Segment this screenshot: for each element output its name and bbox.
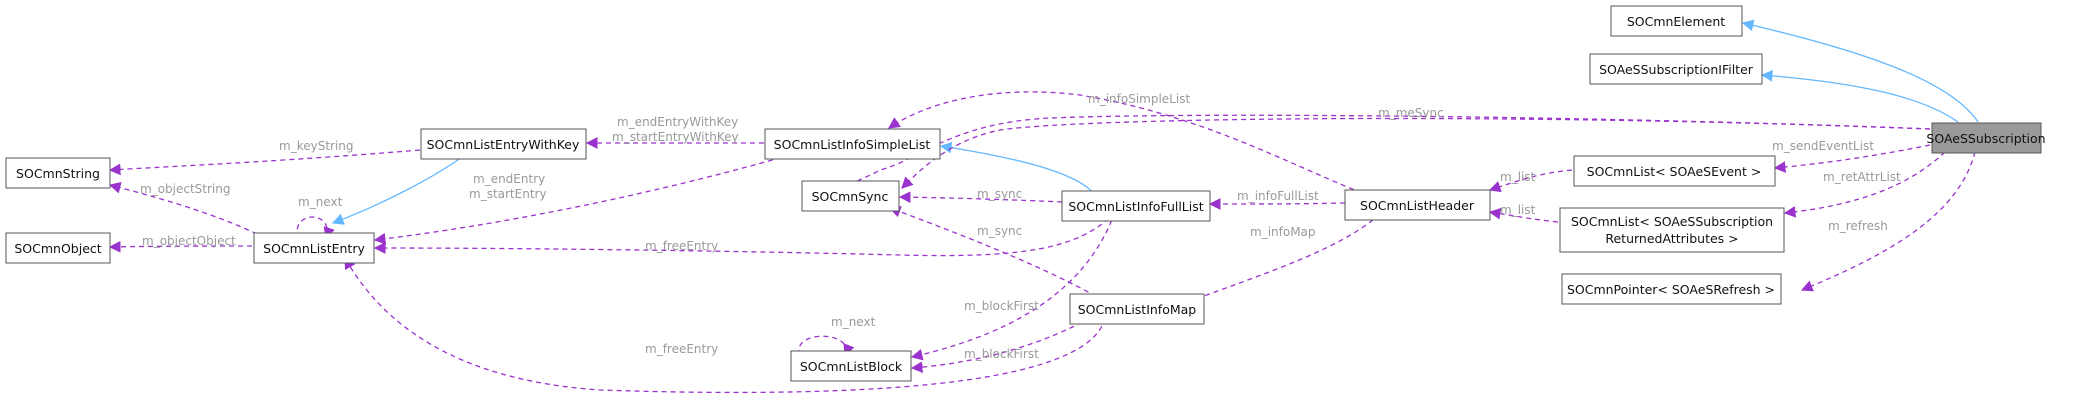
node-label: SOCmnObject: [14, 241, 101, 256]
inheritance-edges: [331, 19, 1979, 225]
node-label: SOCmnList< SOAeSEvent >: [1587, 164, 1762, 179]
edge-fulllist-to-simplelist: [939, 141, 1096, 196]
label-startEntryWithKey: m_startEntryWithKey: [612, 130, 739, 144]
node-socmnlistinfofulllist[interactable]: SOCmnListInfoFullList: [1061, 190, 1211, 222]
label-sync-1: m_sync: [977, 187, 1022, 201]
node-socmnpointer-soaesrefresh[interactable]: SOCmnPointer< SOAeSRefresh >: [1561, 273, 1782, 305]
label-infoFullList: m_infoFullList: [1237, 189, 1319, 203]
label-startEntry: m_startEntry: [469, 187, 547, 201]
node-socmnlist-soaesevent[interactable]: SOCmnList< SOAeSEvent >: [1573, 155, 1776, 187]
label-endEntryWithKey: m_endEntryWithKey: [617, 115, 738, 129]
label-meSync: m_meSync: [1378, 106, 1444, 120]
edge-list-1: [1488, 169, 1573, 193]
node-socmnlistheader[interactable]: SOCmnListHeader: [1344, 189, 1491, 221]
edge-next-entry: [296, 216, 335, 240]
node-label: SOCmnListHeader: [1360, 198, 1475, 213]
node-label: SOCmnListBlock: [800, 359, 903, 374]
node-label: SOCmnListEntryWithKey: [427, 137, 580, 152]
label-sync-2: m_sync: [977, 224, 1022, 238]
edge-meSync-arrow: [901, 117, 1931, 189]
edge-keyString: [108, 149, 421, 176]
node-label: SOCmnSync: [812, 189, 889, 204]
edge-meSync: [850, 114, 1931, 186]
node-socmnsync[interactable]: SOCmnSync: [801, 180, 900, 212]
edge-freeEntry-1: [373, 211, 1116, 257]
label-list-1: m_list: [1500, 170, 1536, 184]
node-label: SOCmnString: [16, 166, 100, 181]
edge-sendEventList: [1773, 144, 1931, 173]
node-socmnlist-returnedattributes[interactable]: SOCmnList< SOAeSSubscription ReturnedAtt…: [1559, 207, 1785, 253]
edge-infoFullList: [1208, 198, 1346, 210]
node-socmnlistinfosimplelist[interactable]: SOCmnListInfoSimpleList: [764, 128, 941, 160]
node-label: SOAeSSubscription: [1926, 131, 2045, 146]
node-label: SOCmnListInfoFullList: [1068, 199, 1203, 214]
label-freeEntry-1: m_freeEntry: [645, 239, 718, 253]
node-label: SOCmnListInfoSimpleList: [774, 137, 931, 152]
edge-sync-1: [898, 191, 1063, 204]
label-refresh: m_refresh: [1828, 219, 1888, 233]
node-label: SOCmnListInfoMap: [1078, 302, 1197, 317]
node-label: SOAeSSubscriptionIFilter: [1599, 62, 1754, 77]
label-infoSimpleList: m_infoSimpleList: [1088, 92, 1190, 106]
label-keyString: m_keyString: [279, 139, 354, 153]
node-soaessubscription[interactable]: SOAeSSubscription: [1926, 122, 2046, 154]
node-socmnlistentry[interactable]: SOCmnListEntry: [253, 232, 375, 264]
edge-labels: m_meSync m_sendEventList m_retAttrList m…: [140, 92, 1901, 361]
edge-subscription-to-ifilter: [1760, 70, 1959, 123]
node-label-line2: ReturnedAttributes >: [1605, 231, 1738, 246]
node-socmnlistblock[interactable]: SOCmnListBlock: [790, 350, 912, 382]
usage-edges: [108, 91, 1976, 394]
node-socmnobject[interactable]: SOCmnObject: [5, 232, 111, 264]
node-label: SOCmnListEntry: [263, 241, 365, 256]
node-socmnlistentrywithkey[interactable]: SOCmnListEntryWithKey: [420, 128, 587, 160]
node-socmnlistinfomap[interactable]: SOCmnListInfoMap: [1069, 293, 1205, 325]
edge-endEntry: [373, 154, 791, 245]
edge-entrywithkey-to-entry: [331, 154, 466, 225]
node-socmnstring[interactable]: SOCmnString: [5, 157, 111, 189]
node-label: SOCmnElement: [1627, 14, 1725, 29]
edge-blockFirst-2: [910, 317, 1091, 374]
label-objectString: m_objectString: [140, 182, 230, 196]
edge-sync-2: [888, 206, 1105, 302]
edge-subscription-to-element: [1741, 19, 1979, 123]
edge-freeEntry-2: [344, 256, 1106, 394]
edge-refresh: [1800, 151, 1976, 292]
edge-objectString: [108, 181, 266, 239]
edge-retAttrList: [1783, 151, 1946, 218]
edge-infoMap: [1183, 213, 1381, 305]
node-socmnelement[interactable]: SOCmnElement: [1610, 5, 1743, 37]
label-blockFirst-1: m_blockFirst: [964, 299, 1039, 313]
label-sendEventList: m_sendEventList: [1772, 139, 1874, 153]
label-next-entry: m_next: [298, 195, 343, 209]
label-blockFirst-2: m_blockFirst: [964, 347, 1039, 361]
label-list-2: m_list: [1500, 203, 1536, 217]
node-label-line1: SOCmnList< SOAeSSubscription: [1571, 214, 1773, 229]
edge-infoSimpleList: [888, 91, 1363, 194]
label-infoMap: m_infoMap: [1250, 225, 1316, 239]
label-objectObject: m_objectObject: [142, 234, 236, 248]
node-label: SOCmnPointer< SOAeSRefresh >: [1567, 282, 1775, 297]
label-endEntry: m_endEntry: [473, 172, 545, 186]
node-soaessubscriptionifilter[interactable]: SOAeSSubscriptionIFilter: [1589, 53, 1763, 85]
nodes: SOAeSSubscription SOCmnElement SOAeSSubs…: [5, 5, 2046, 382]
edge-blockFirst-1: [910, 211, 1116, 361]
label-next-block: m_next: [831, 315, 876, 329]
label-freeEntry-2: m_freeEntry: [645, 342, 718, 356]
label-retAttrList: m_retAttrList: [1823, 170, 1901, 184]
